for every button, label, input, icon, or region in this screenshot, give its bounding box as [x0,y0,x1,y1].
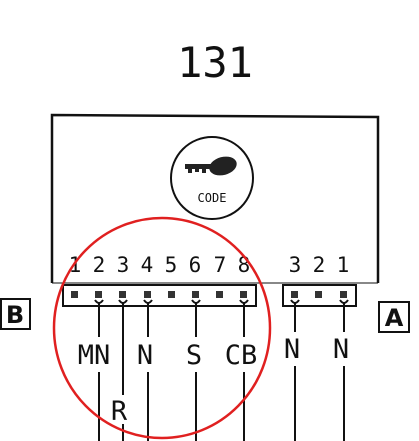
connector-a [282,284,357,307]
svg-text:B: B [6,301,24,329]
pin-number: 4 [141,253,154,277]
key-code-label: CODE [198,191,227,205]
pin-number: 3 [117,253,130,277]
wire-labels: MN R N S CB N N [78,334,349,427]
terminal [71,291,78,298]
terminal [315,291,322,298]
wire-label: MN [78,340,111,371]
connector-b-badge: B [0,298,31,330]
wire-label: S [186,340,202,371]
diagram-title: 131 [177,38,253,87]
connector-a-badge: A [378,301,410,333]
wires [94,299,349,441]
unit-housing [50,113,380,283]
pin-number: 5 [165,253,178,277]
wire-label: CB [225,340,258,371]
pin-number: 7 [214,253,227,277]
terminal [192,291,199,298]
terminal [216,291,223,298]
pin-number: 6 [189,253,202,277]
terminal [168,291,175,298]
pin-number: 2 [313,253,326,277]
terminal [144,291,151,298]
key-code-badge: CODE [170,136,254,220]
terminal [119,291,126,298]
pin-number: 1 [337,253,350,277]
connector-b-pin-numbers: 1 2 3 4 5 6 7 8 [69,253,251,277]
pin-number: 2 [93,253,106,277]
highlight-circle [52,216,272,440]
wire-label: N [333,334,349,365]
terminal [240,291,247,298]
terminal [95,291,102,298]
svg-text:A: A [385,304,404,332]
wire-label: R [111,396,128,427]
connector-a-pin-numbers: 3 2 1 [289,253,350,277]
wire-label: N [284,334,300,365]
terminal [291,291,298,298]
key-icon [185,156,237,176]
terminal [340,291,347,298]
wire-label: N [137,340,153,371]
connector-b [62,284,257,307]
pin-number: 3 [289,253,302,277]
